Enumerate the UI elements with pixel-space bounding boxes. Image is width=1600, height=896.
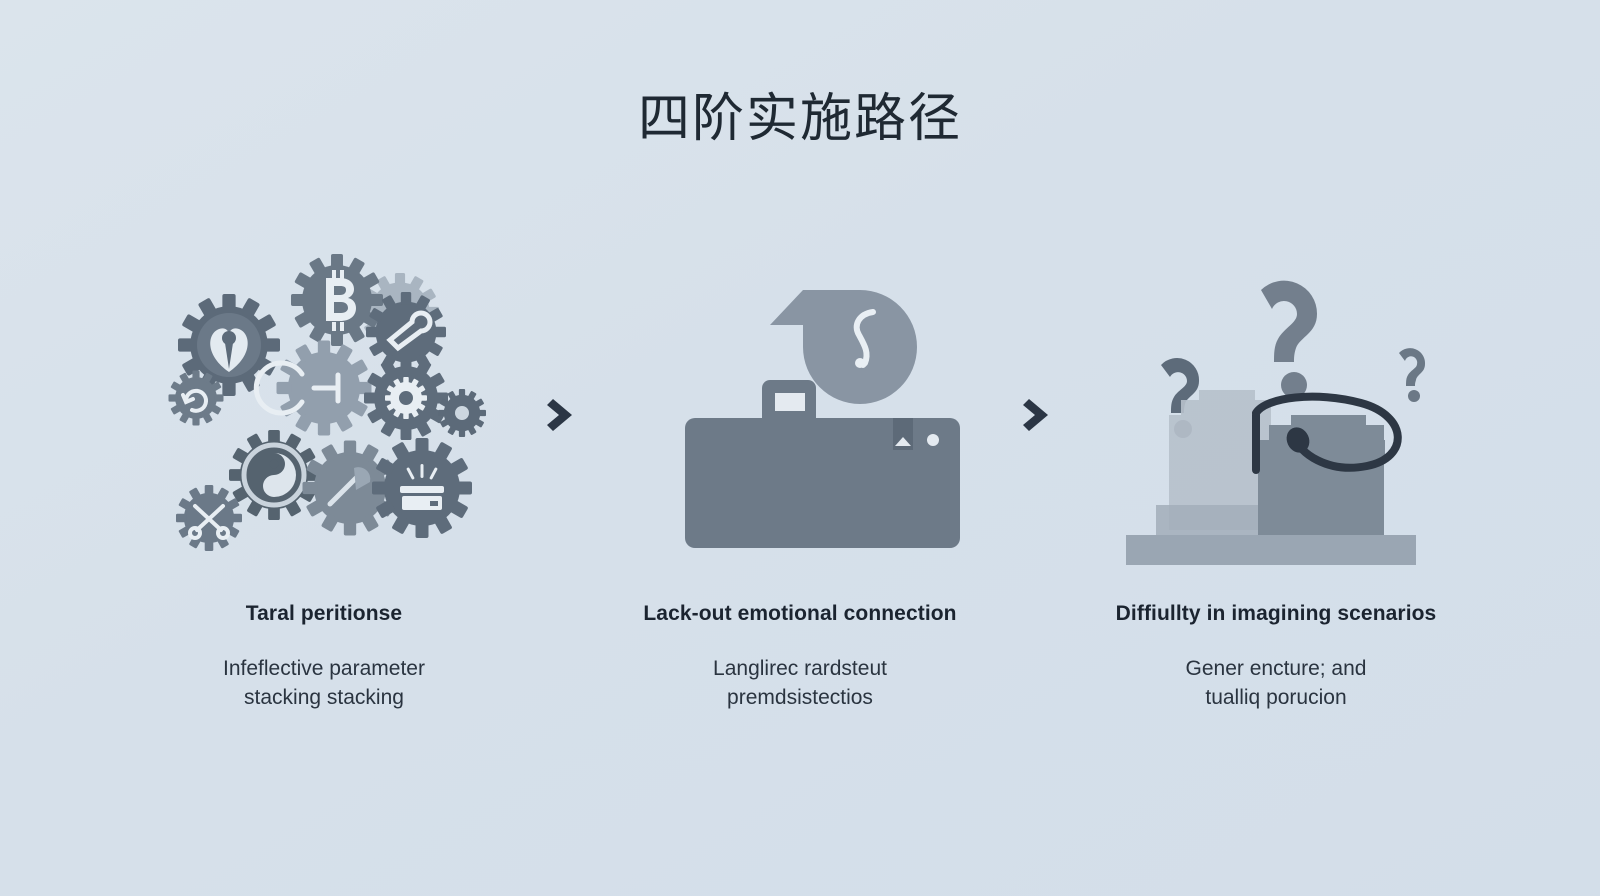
panel-subtitle-line1: Infeflective parameter [223,657,425,680]
separator-2 [1010,250,1066,580]
gears-cluster-icon [154,250,494,580]
bucket-back-base [1156,505,1271,535]
panel-title: Taral peritionse [245,602,403,625]
separator-1 [534,250,590,580]
question-mark-large [1261,280,1318,398]
ground-slab [1126,535,1416,565]
bucket-handle-arc [1252,392,1402,472]
chevron-right-icon [1023,399,1048,431]
panel-subtitle-line2: tualliq porucion [1205,686,1347,709]
bucket-handle-grip [1286,427,1310,453]
panel-subtitle-line2: stacking stacking [244,686,404,709]
chevron-right-icon [547,399,572,431]
panel-2: Lack-out emotional connection Langlirec … [590,250,1010,712]
page-title: 四阶实施路径 [637,89,962,149]
panel-subtitle-line2: premdsistectios [727,686,873,709]
briefcase-speech-bubble-icon [630,250,970,580]
panel-title: Lack-out emotional connection [643,602,957,625]
panel-subtitle-line1: Langlirec rardsteut [713,657,887,680]
bucket-front [1258,415,1385,550]
panel-subtitle-line1: Gener encture; and [1185,657,1367,680]
buckets-question-marks-icon [1106,250,1446,580]
panel-subtitle: Infeflective parameter stacking stacking [223,654,425,712]
panel-1: Taral peritionse Infeflective parameter … [114,250,534,712]
panel-title: Diffiullty in imagining scenarios [1115,602,1437,625]
panel-3: Diffiullty in imagining scenarios Gener … [1066,250,1486,712]
question-mark-small-right [1399,348,1426,402]
panels-row: Taral peritionse Infeflective parameter … [0,250,1600,810]
panel-subtitle: Gener encture; and tualliq porucion [1186,654,1367,712]
panel-subtitle: Langlirec rardsteut premdsistectios [713,654,887,712]
